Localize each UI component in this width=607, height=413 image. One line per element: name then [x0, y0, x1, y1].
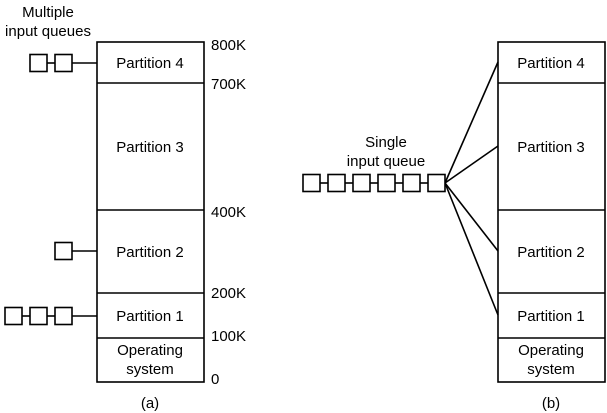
memory-column-a	[96, 41, 205, 383]
multiple-queues-label-line1: Multiple	[22, 4, 74, 21]
address-100k: 100K	[211, 328, 246, 345]
panel-b: Single input queue Partition 4 Partition…	[302, 41, 606, 412]
connector-to-partition-3	[444, 145, 499, 184]
single-queue-slot	[402, 173, 421, 193]
partition-3-label-b: Partition 3	[517, 139, 585, 156]
queue-partition-4-slot	[29, 53, 48, 73]
address-200k: 200K	[211, 285, 246, 302]
partition-1-label-a: Partition 1	[116, 308, 184, 325]
multiple-queues-label-line2: input queues	[5, 23, 91, 40]
queue-partition-1-slot	[54, 306, 73, 326]
partition-4-label-a: Partition 4	[116, 55, 184, 72]
partition-2-label-b: Partition 2	[517, 244, 585, 261]
queue-partition-4-slot	[54, 53, 73, 73]
caption-b: (b)	[542, 395, 560, 412]
single-queue-slot	[302, 173, 321, 193]
connector-to-partition-1	[444, 182, 499, 316]
address-700k: 700K	[211, 76, 246, 93]
partition-2-label-a: Partition 2	[116, 244, 184, 261]
single-queue-label-line2: input queue	[347, 153, 425, 170]
single-input-queue	[302, 173, 446, 193]
memory-column-b	[497, 41, 606, 383]
caption-a: (a)	[141, 395, 159, 412]
partition-3-label-a: Partition 3	[116, 139, 184, 156]
address-400k: 400K	[211, 204, 246, 221]
address-800k: 800K	[211, 37, 246, 54]
single-queue-slot	[327, 173, 346, 193]
connector-to-partition-2	[444, 182, 499, 252]
panel-a: Multiple input queues Partition 4 Partit…	[4, 4, 246, 412]
input-queues-a	[4, 53, 97, 326]
address-0: 0	[211, 371, 219, 388]
queue-partition-1-slot	[29, 306, 48, 326]
os-label-line1-a: Operating	[117, 342, 183, 359]
os-label-line1-b: Operating	[518, 342, 584, 359]
single-queue-slot	[352, 173, 371, 193]
os-label-line2-b: system	[527, 361, 575, 378]
single-queue-slot	[427, 173, 446, 193]
queue-partition-1-slot	[4, 306, 23, 326]
connector-to-partition-4	[444, 61, 499, 184]
single-queue-label-line1: Single	[365, 134, 407, 151]
single-queue-slot	[377, 173, 396, 193]
os-label-line2-a: system	[126, 361, 174, 378]
partition-1-label-b: Partition 1	[517, 308, 585, 325]
queue-partition-2-slot	[54, 241, 73, 261]
partition-4-label-b: Partition 4	[517, 55, 585, 72]
